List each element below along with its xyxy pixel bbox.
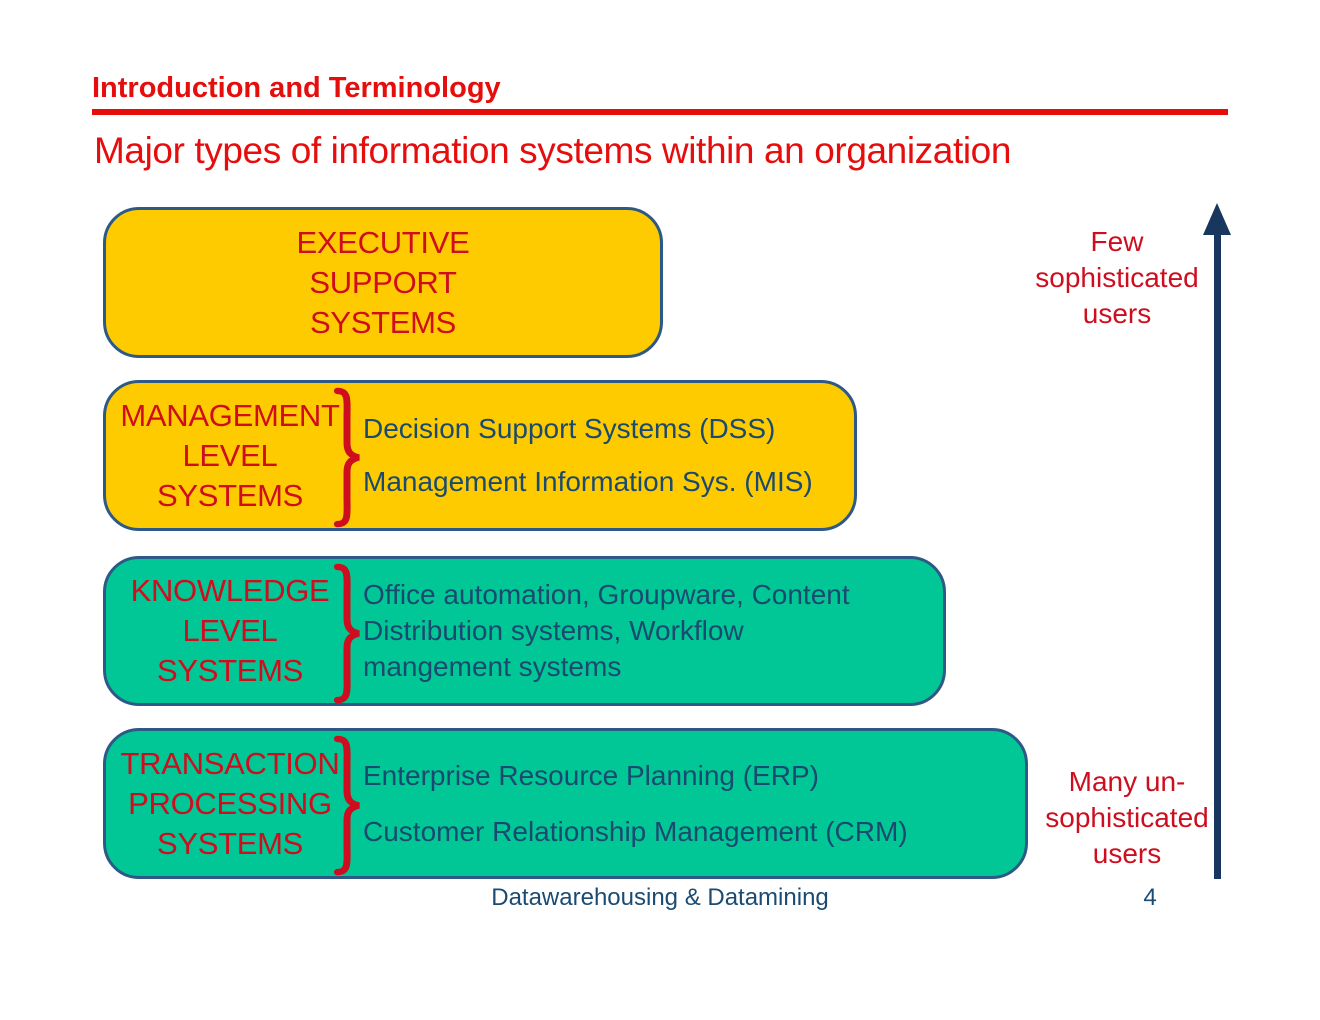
box-knowledge-level-systems: KNOWLEDGE LEVEL SYSTEMS Office automatio… [103, 556, 946, 706]
box-item: Decision Support Systems (DSS) [363, 413, 776, 444]
brace-icon [332, 386, 362, 529]
axis-top-label: Few sophisticated users [1035, 226, 1199, 329]
title-underline [92, 109, 1228, 115]
slide-subtitle: Major types of information systems withi… [94, 130, 1012, 171]
box-item: Office automation, Groupware, Content Di… [363, 579, 850, 682]
brace-icon [332, 734, 362, 877]
up-arrow-icon [1203, 203, 1231, 235]
box-executive-support-systems: EXECUTIVE SUPPORT SYSTEMS [103, 207, 663, 358]
box-label: TRANSACTION PROCESSING SYSTEMS [120, 745, 340, 861]
box-management-level-systems: MANAGEMENT LEVEL SYSTEMS Decision Suppor… [103, 380, 857, 531]
axis-bottom-label: Many un- sophisticated users [1045, 766, 1209, 869]
footer-title: Datawarehousing & Datamining [491, 884, 829, 911]
box-item: Enterprise Resource Planning (ERP) [363, 759, 819, 791]
page-title: Introduction and Terminology [92, 72, 501, 104]
box-transaction-processing-systems: TRANSACTION PROCESSING SYSTEMS Enterpris… [103, 728, 1028, 879]
page-number: 4 [1143, 884, 1157, 911]
box-item: Management Information Sys. (MIS) [363, 466, 813, 497]
brace-icon [332, 562, 362, 705]
up-arrow-shaft [1214, 232, 1221, 879]
box-item: Customer Relationship Management (CRM) [363, 815, 908, 847]
box-label: KNOWLEDGE LEVEL SYSTEMS [130, 573, 330, 688]
box-label: EXECUTIVE SUPPORT SYSTEMS [296, 224, 470, 340]
box-label: MANAGEMENT LEVEL SYSTEMS [120, 397, 340, 513]
